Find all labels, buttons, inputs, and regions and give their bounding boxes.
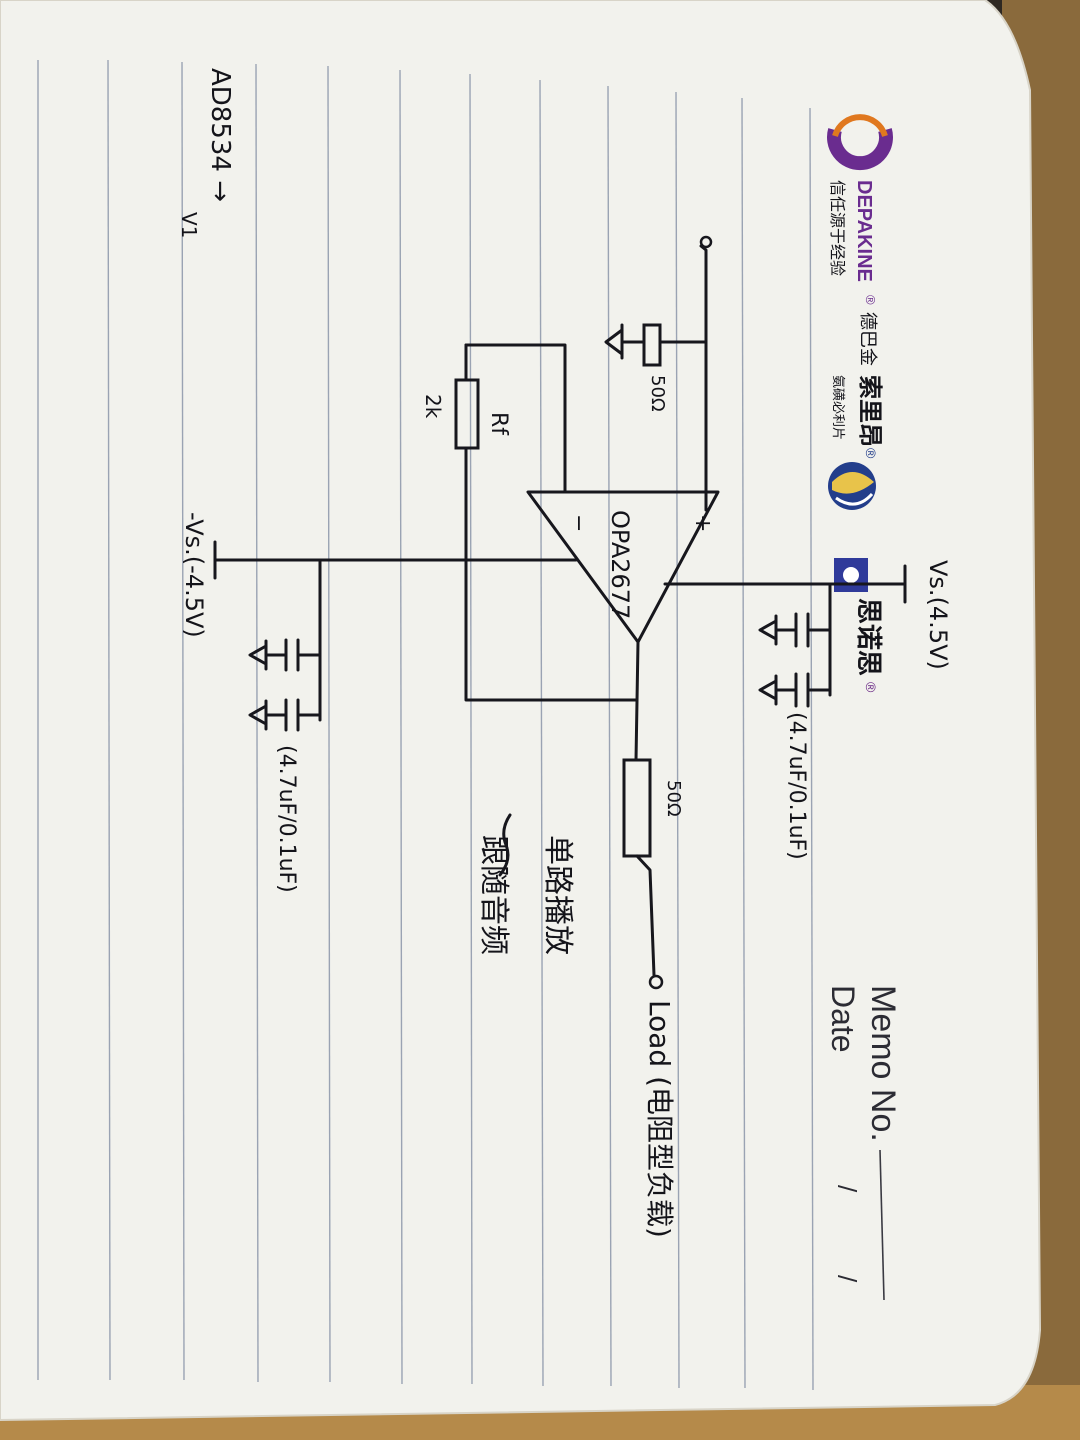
resistor-50-input-label: 50Ω [647, 375, 668, 412]
vs-pos-label: Vs.(4.5V) [924, 560, 952, 670]
solian-reg: ® [863, 448, 879, 459]
stilnox-brand: 思诺思 [853, 598, 883, 676]
rf-label: Rf [486, 412, 511, 436]
memo-header: Memo No. Date / / [825, 985, 902, 1301]
solian-swirl-icon [828, 462, 876, 510]
pos-cap-1-ground-icon [758, 614, 778, 646]
source-label: AD8534 → [205, 68, 235, 202]
neg-cap-1-ground-icon [248, 639, 268, 671]
neg-cap-1 [264, 638, 322, 672]
page-border [0, 0, 1042, 1422]
resistor-50-output-label: 50Ω [663, 780, 684, 817]
depakine-c-icon [827, 114, 893, 171]
notebook-page [0, 0, 1040, 1420]
opamp-triangle [526, 490, 720, 644]
depakine-cn-name: 德巴金 [857, 312, 878, 366]
pos-cap-2 [774, 672, 832, 708]
logo-stilnox: 思诺思 ® [834, 558, 883, 693]
output-terminal [648, 974, 664, 990]
pos-cap-label: (4.7uF/0.1uF) [784, 712, 809, 860]
feedback-wire-top [464, 343, 567, 494]
memo-no-label: Memo No. [864, 985, 902, 1142]
depakine-tagline: 信任源于经验 [828, 180, 847, 276]
solian-tagline: 氨磺必利片 [830, 375, 845, 440]
date-label: Date [825, 985, 861, 1053]
load-label: Load (电阻型负载) [643, 1000, 676, 1238]
schematic: AD8534 → V1 50Ω OPA2677 + − Rf 2k [177, 68, 952, 1238]
solian-brand: 索里昂 [856, 375, 884, 447]
note-line-2: 跟随音频 [476, 835, 511, 955]
ruled-lines [37, 59, 814, 1391]
minus-input-sign: − [566, 514, 591, 532]
opamp-label: OPA2677 [606, 510, 634, 619]
neg-cap-2-ground-icon [248, 699, 268, 731]
note-bracket [498, 813, 512, 877]
output-wire-bottom [635, 854, 656, 977]
logo-solian: 索里昂 ® 氨磺必利片 [828, 375, 884, 510]
neg-cap-2 [264, 698, 322, 732]
vs-neg-label: -Vs.(-4.5V) [180, 512, 208, 638]
neg-cap-label: (4.7uF/0.1uF) [274, 745, 299, 893]
date-slash-2: / [832, 1275, 862, 1283]
depakine-reg: ® [863, 295, 878, 305]
logo-depakine: DEPAKINE ® 德巴金 信任源于经验 [827, 114, 893, 366]
input-ground-icon [604, 323, 624, 360]
input-terminal [699, 235, 713, 249]
stilnox-square-icon [834, 558, 868, 592]
note-line-1: 单路播放 [540, 835, 575, 955]
rf-value: 2k [421, 394, 445, 419]
input-wire [699, 244, 708, 512]
pos-cap-1 [774, 612, 832, 648]
date-slash-1: / [832, 1185, 862, 1193]
stilnox-reg: ® [863, 682, 879, 693]
memo-no-underline [879, 1149, 885, 1301]
feedback-wire-bottom [464, 446, 638, 702]
v1-label: V1 [177, 212, 201, 238]
plus-input-sign: + [690, 514, 715, 532]
depakine-brand: DEPAKINE [853, 180, 875, 282]
output-wire-top [634, 640, 640, 762]
pos-cap-2-ground-icon [758, 674, 778, 706]
resistor-50-input [642, 323, 662, 367]
